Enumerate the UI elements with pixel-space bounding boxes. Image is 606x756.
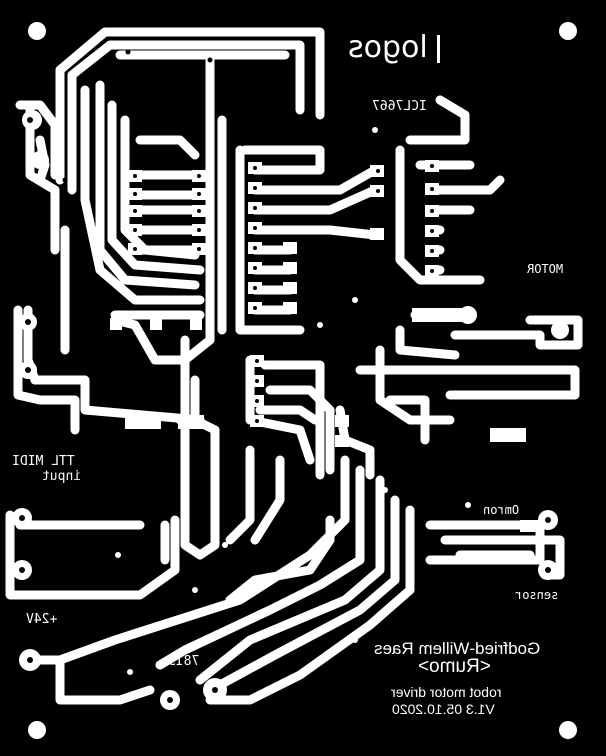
- ttl-midi-input-label: input: [42, 469, 82, 484]
- via-dots: [115, 127, 471, 675]
- power-label: +24V: [26, 612, 58, 627]
- ttl-midi-label: TTL MIDI: [12, 454, 75, 469]
- omron-label: Omron: [483, 503, 520, 517]
- project-name: <Rumo>: [418, 656, 491, 677]
- sensor-label: sensor: [515, 588, 559, 602]
- mounting-holes: [28, 22, 577, 739]
- logo-text: logos: [348, 30, 428, 65]
- regulator-label: 7815: [168, 654, 200, 669]
- copper-traces: [5, 27, 583, 705]
- ic-label: ICL7667: [372, 99, 427, 114]
- description-text: robot motor driver: [391, 684, 502, 700]
- motor-label: MOTOR: [527, 262, 564, 276]
- logo-bar: [437, 35, 440, 63]
- vias: [19, 49, 551, 703]
- version-date: V1.3 05.10.2020: [392, 701, 495, 717]
